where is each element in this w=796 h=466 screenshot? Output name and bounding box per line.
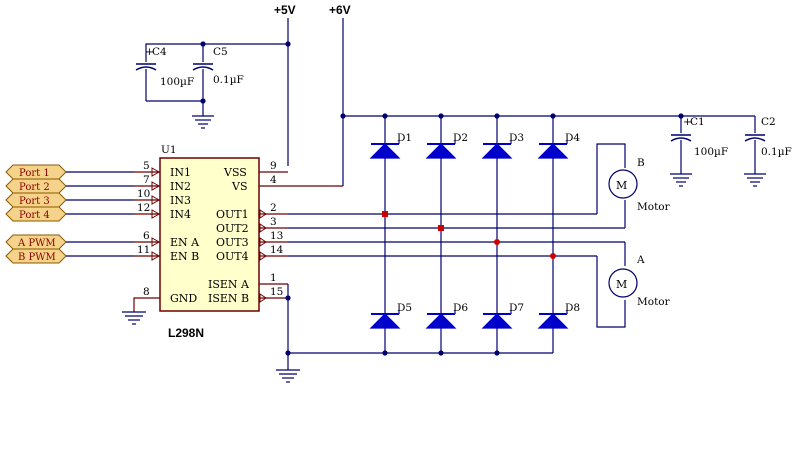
c1-plus: +: [683, 116, 692, 128]
port-connectors: [5, 164, 134, 264]
pin-name-out2: OUT2: [216, 222, 249, 235]
pin-name-enb: EN B: [170, 250, 199, 263]
c4-c5-network: [135, 41, 291, 166]
diode-d2: [425, 140, 457, 159]
output-wires: [288, 143, 626, 328]
pin-num-vss: 9: [270, 160, 277, 172]
ic-left-leads: [122, 167, 161, 325]
ic-ref: U1: [161, 144, 177, 156]
c5-value: 0.1µF: [213, 74, 244, 86]
pin-name-out3: OUT3: [216, 236, 249, 249]
pin-name-in4: IN4: [170, 208, 191, 221]
supply-label-6v: +6V: [329, 3, 351, 17]
c2-value: 0.1µF: [761, 146, 792, 158]
diode-label-d2: D2: [453, 132, 468, 144]
pin-num-isena: 1: [270, 272, 277, 284]
pin-num-out4: 14: [270, 244, 284, 256]
diode-label-d3: D3: [509, 132, 524, 144]
port-label-a-pwm: A PWM: [17, 238, 56, 249]
diode-d8: [537, 310, 569, 329]
pin-name-out4: OUT4: [216, 250, 249, 263]
motor-b-label: Motor: [637, 201, 671, 213]
motor-a-label: Motor: [637, 296, 671, 308]
pin-num-out3: 13: [270, 230, 283, 242]
c5-ref: C5: [213, 46, 228, 58]
pin-num-in1: 5: [143, 160, 150, 172]
c4-ref: C4: [152, 46, 167, 58]
port-label-2: Port 2: [19, 182, 50, 193]
pin-name-in1: IN1: [170, 166, 191, 179]
diode-d5: [369, 310, 401, 329]
diode-label-d7: D7: [509, 302, 524, 314]
c4-plus: +: [145, 46, 154, 58]
motor-b-letter: B: [637, 157, 645, 169]
diode-d3: [481, 140, 513, 159]
port-label-b-pwm: B PWM: [18, 252, 56, 263]
diode-d4: [537, 140, 569, 159]
pin-name-ena: EN A: [170, 236, 200, 249]
diode-d1: [369, 140, 401, 159]
pin-num-out1: 2: [270, 202, 277, 214]
pin-num-in3: 10: [137, 188, 150, 200]
pin-name-gnd: GND: [170, 292, 197, 305]
motor-a-letter: A: [636, 254, 645, 266]
pin-num-in4: 12: [137, 202, 150, 214]
diode-d7: [481, 310, 513, 329]
motor-a-m: M: [616, 278, 627, 291]
motor-b-symbol: [608, 169, 638, 199]
ic-part-name: L298N: [168, 326, 204, 340]
motor-b-m: M: [616, 179, 627, 192]
c1-ref: C1: [690, 116, 705, 128]
c4-value: 100µF: [160, 76, 194, 88]
pin-name-in2: IN2: [170, 180, 191, 193]
diode-label-d5: D5: [397, 302, 412, 314]
sense-bus: [276, 284, 553, 383]
pin-name-out1: OUT1: [216, 208, 249, 221]
pin-num-in2: 7: [143, 174, 150, 186]
pin-num-vs: 4: [270, 174, 277, 186]
c1-value: 100µF: [694, 146, 728, 158]
diode-label-d1: D1: [397, 132, 412, 144]
diode-label-d6: D6: [453, 302, 468, 314]
port-label-3: Port 3: [19, 196, 50, 207]
diode-label-d4: D4: [565, 132, 580, 144]
port-label-4: Port 4: [19, 210, 50, 221]
pin-num-gnd: 8: [143, 286, 150, 298]
v6-bus: [340, 113, 766, 187]
port-label-1: Port 1: [19, 168, 50, 179]
motor-a-symbol: [608, 268, 638, 298]
diode-d6: [425, 310, 457, 329]
ic-l298n-body: [159, 157, 260, 312]
c2-ref: C2: [761, 116, 776, 128]
pin-name-vss: VSS: [223, 166, 247, 179]
supply-label-5v: +5V: [274, 3, 296, 17]
pin-num-out2: 3: [270, 216, 277, 228]
diode-label-d8: D8: [565, 302, 580, 314]
diode-columns: [382, 113, 556, 353]
pin-num-isenb: 15: [270, 286, 283, 298]
ic-right-leads: [259, 171, 343, 303]
pin-name-isenb: ISEN B: [208, 292, 249, 305]
pin-num-ena: 6: [143, 230, 150, 242]
pin-name-isena: ISEN A: [208, 278, 250, 291]
pin-name-vs: VS: [231, 180, 247, 193]
pin-num-enb: 11: [137, 244, 150, 256]
pin-name-in3: IN3: [170, 194, 191, 207]
